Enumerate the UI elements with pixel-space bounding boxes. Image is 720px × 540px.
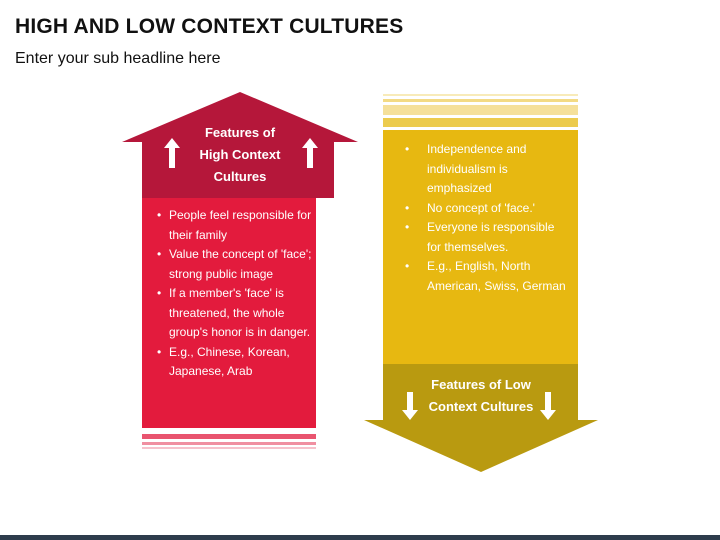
arrow-up-icon xyxy=(302,138,318,168)
high-context-list: People feel responsible for their family… xyxy=(154,206,312,382)
list-item: No concept of 'face.' xyxy=(405,199,569,219)
low-context-stripe xyxy=(383,105,578,115)
high-context-stripe xyxy=(142,434,316,439)
high-context-heading: Features of High Context Cultures xyxy=(199,125,281,184)
list-item: E.g., English, North American, Swiss, Ge… xyxy=(405,257,569,296)
list-item: Value the concept of 'face'; strong publ… xyxy=(154,245,312,284)
footer-bar xyxy=(0,535,720,540)
list-item: Everyone is responsible for themselves. xyxy=(405,218,569,257)
page-subtitle: Enter your sub headline here xyxy=(15,50,221,67)
low-context-panel: Independence and individualism is emphas… xyxy=(383,130,578,364)
low-context-heading: Features of Low Context Cultures xyxy=(428,377,534,414)
list-item: Independence and individualism is emphas… xyxy=(405,140,569,199)
arrow-down-icon xyxy=(540,392,556,420)
low-context-arrow-head xyxy=(364,364,598,472)
list-item: E.g., Chinese, Korean, Japanese, Arab xyxy=(154,343,312,382)
low-context-stripe xyxy=(383,99,578,102)
high-context-stripe xyxy=(142,447,316,449)
arrow-down-icon xyxy=(402,392,418,420)
high-context-arrow-head xyxy=(122,92,358,198)
page-title: HIGH AND LOW CONTEXT CULTURES xyxy=(15,15,404,38)
list-item: People feel responsible for their family xyxy=(154,206,312,245)
list-item: If a member's 'face' is threatened, the … xyxy=(154,284,312,343)
arrow-up-icon xyxy=(164,138,180,168)
low-context-list: Independence and individualism is emphas… xyxy=(405,140,569,296)
high-context-stripe xyxy=(142,442,316,445)
high-context-panel: People feel responsible for their family… xyxy=(142,198,316,428)
low-context-stripe xyxy=(383,118,578,127)
low-context-stripe xyxy=(383,94,578,96)
